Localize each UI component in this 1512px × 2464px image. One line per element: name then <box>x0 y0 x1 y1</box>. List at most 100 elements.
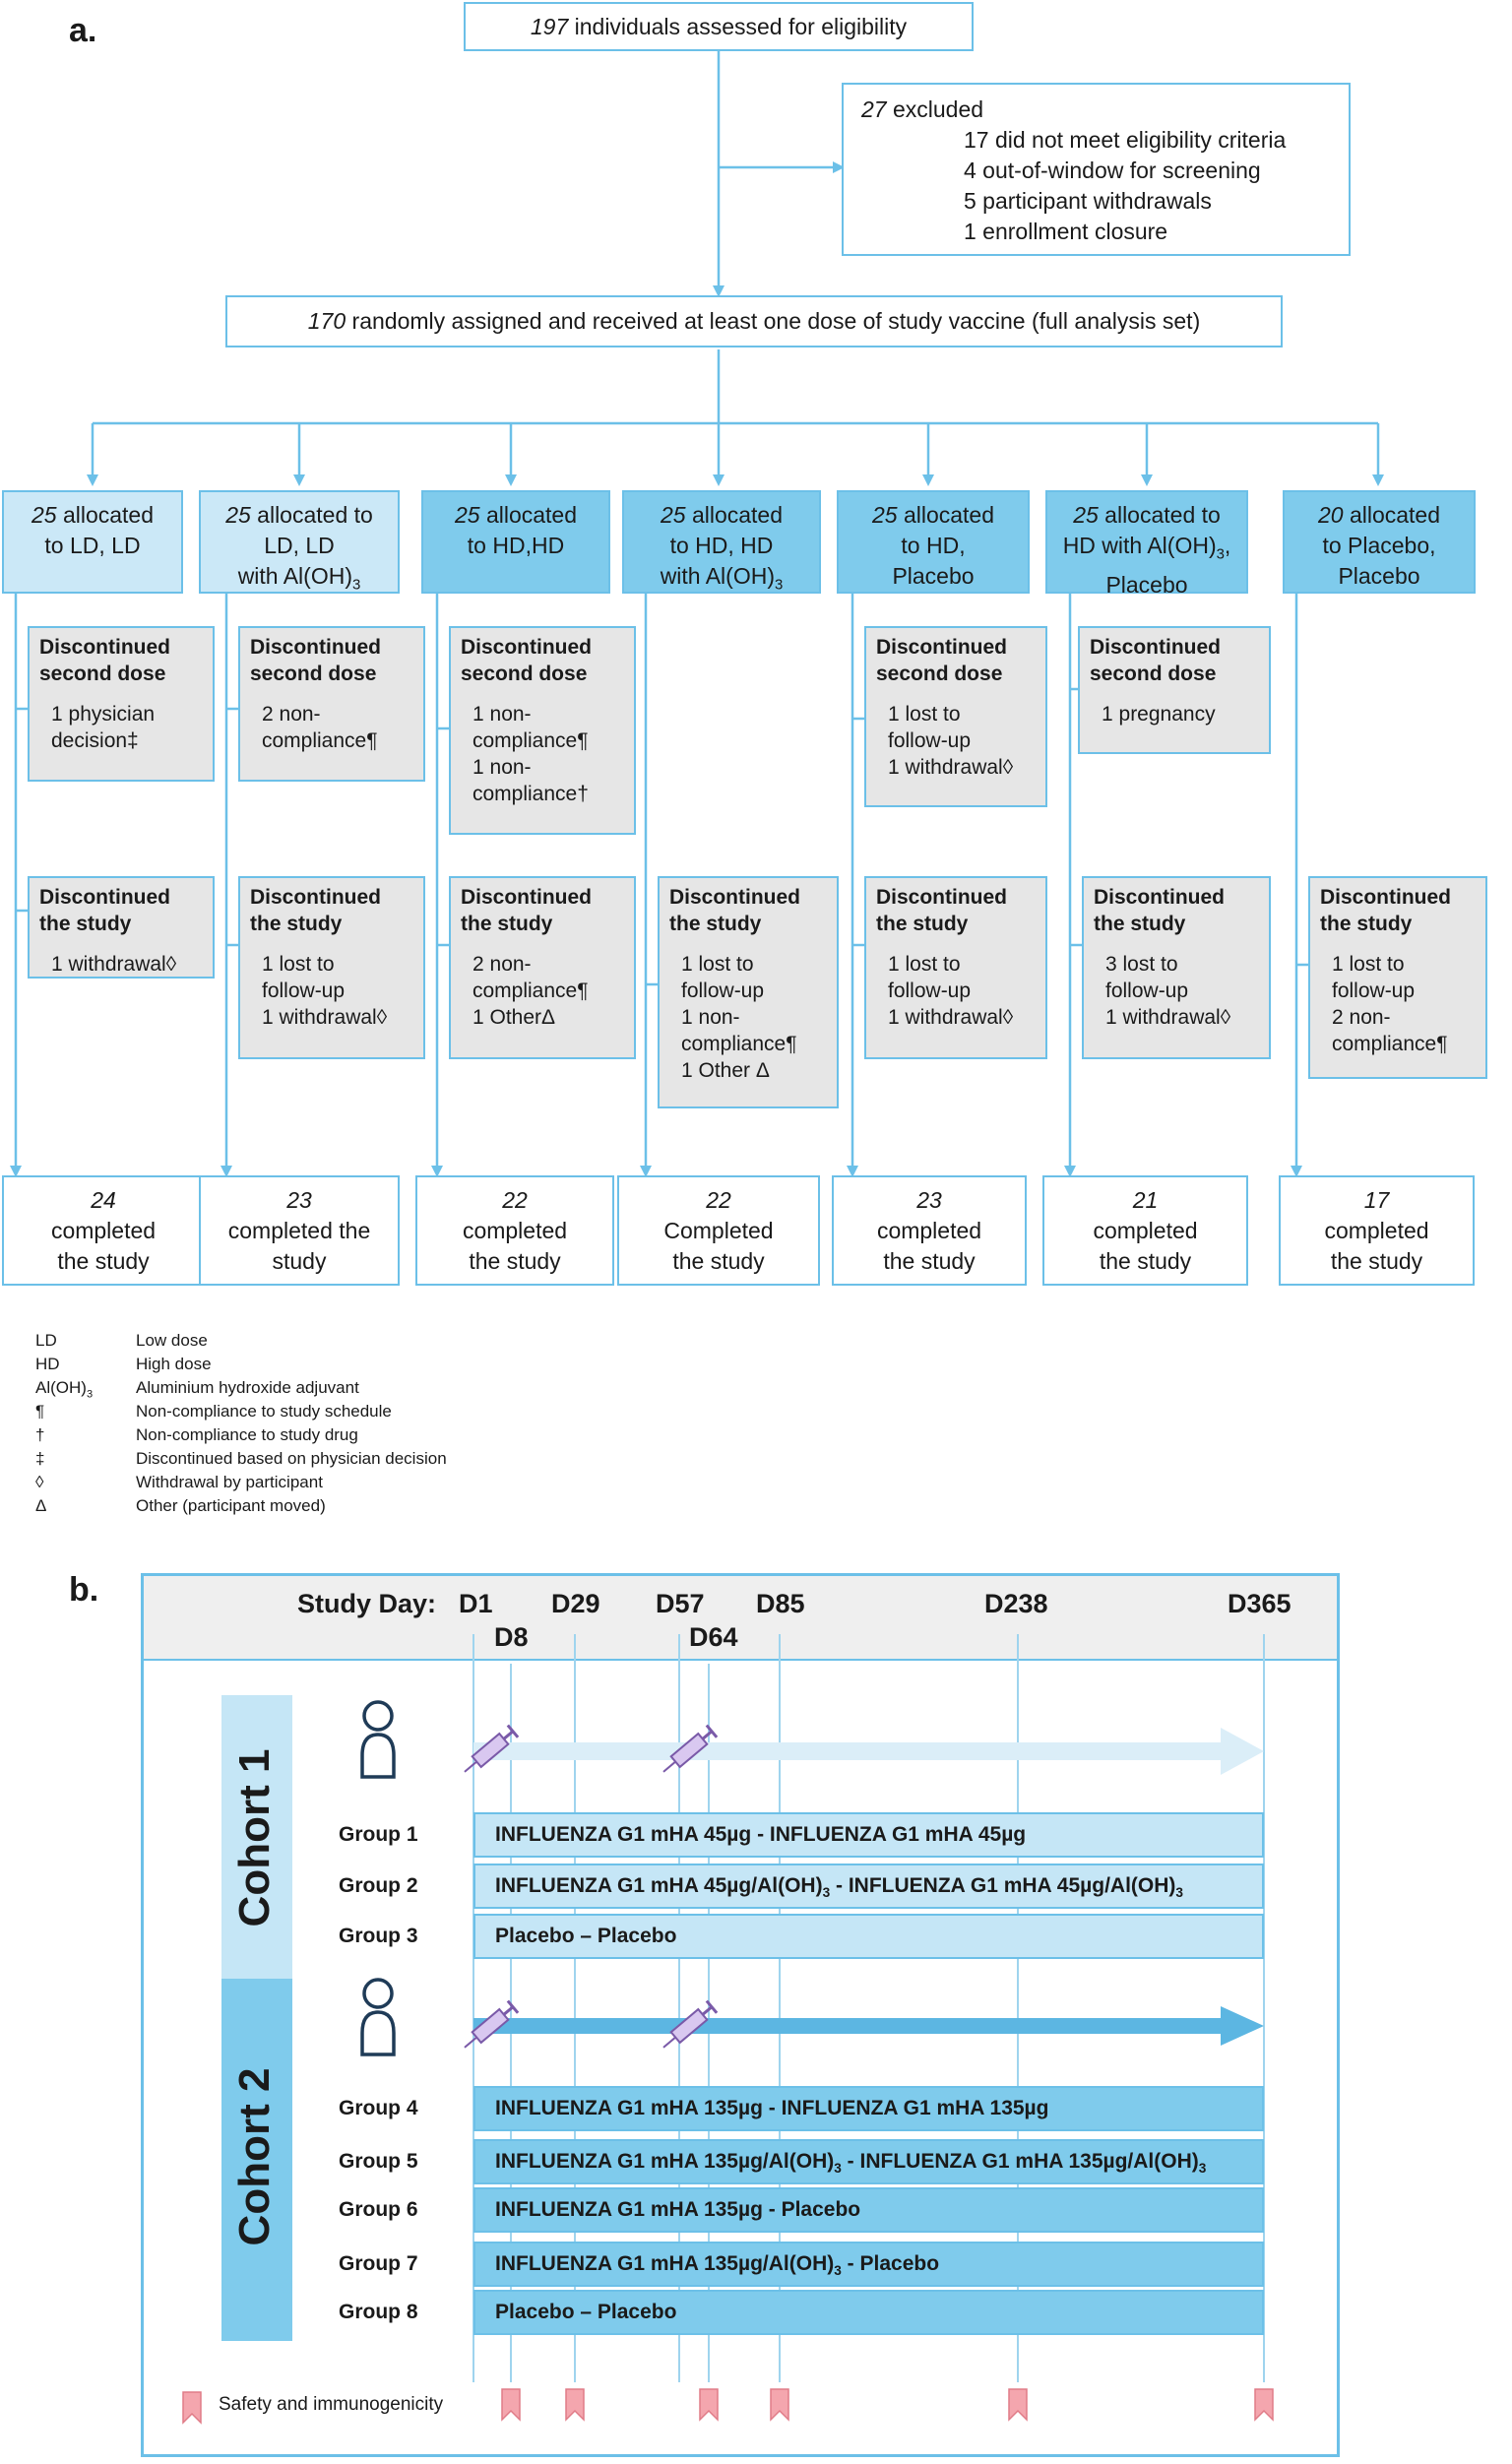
legend-abbreviation: ◊ <box>35 1473 44 1491</box>
syringe-icon <box>464 1999 520 2049</box>
group-label: Group 8 <box>339 2301 418 2323</box>
group-label: Group 2 <box>339 1874 418 1897</box>
day-d365: D365 <box>1228 1589 1292 1618</box>
excluded-reason: 17 did not meet eligibility criteria <box>964 127 1287 153</box>
day-d8: D8 <box>494 1622 529 1652</box>
group-label: Group 3 <box>339 1925 418 1947</box>
legend-abbreviation: Δ <box>35 1496 47 1515</box>
day-d85: D85 <box>756 1589 805 1618</box>
syringe-icon <box>464 1724 520 1773</box>
legend-abbreviation: † <box>35 1425 45 1444</box>
group-label: Group 7 <box>339 2252 418 2275</box>
schedule-header <box>144 1576 1337 1661</box>
safety-immunogenicity-flag-icon <box>699 2388 719 2422</box>
cohort2-sidebar <box>221 1979 292 2341</box>
legend-abbreviation: ¶ <box>35 1402 45 1421</box>
cohort2-timeline-arrow <box>473 2006 1264 2046</box>
group-regimen-bar: INFLUENZA G1 mHA 135µg - INFLUENZA G1 mH… <box>473 2086 1264 2131</box>
excluded-text: excluded <box>886 96 984 122</box>
excluded-reason: 4 out-of-window for screening <box>964 158 1261 183</box>
legend-description: Aluminium hydroxide adjuvant <box>136 1378 359 1397</box>
excluded-count: 27 <box>861 96 887 122</box>
group-label: Group 5 <box>339 2150 418 2173</box>
day-d64: D64 <box>689 1622 738 1652</box>
legend-abbreviation: ‡ <box>35 1449 45 1468</box>
group-regimen-bar: Placebo – Placebo <box>473 1914 1264 1959</box>
cohort1-sidebar <box>221 1695 292 1979</box>
assessed-box: 197 individuals assessed for eligibility <box>464 2 974 51</box>
day-d57: D57 <box>656 1589 705 1618</box>
syringe-icon <box>662 1999 719 2049</box>
legend-description: Non-compliance to study schedule <box>136 1402 392 1421</box>
person-icon <box>360 1700 396 1779</box>
group-regimen-bar: INFLUENZA G1 mHA 135µg - Placebo <box>473 2187 1264 2233</box>
day-d238: D238 <box>984 1589 1048 1618</box>
safety-immunogenicity-flag-icon <box>501 2388 521 2422</box>
excluded-reason: 5 participant withdrawals <box>964 188 1212 214</box>
legend-description: Discontinued based on physician decision <box>136 1449 447 1468</box>
safety-immunogenicity-flag-icon <box>565 2388 585 2422</box>
study-day-label: Study Day: <box>297 1589 437 1618</box>
legend-abbreviation: Al(OH)3 <box>35 1378 94 1401</box>
day-d1: D1 <box>459 1589 493 1618</box>
day-d29: D29 <box>551 1589 600 1618</box>
safety-immunogenicity-flag-icon <box>1008 2388 1028 2422</box>
safety-immunogenicity-legend: Safety and immunogenicity <box>219 2394 444 2415</box>
cohort1-timeline-arrow <box>473 1728 1264 1775</box>
group-label: Group 6 <box>339 2198 418 2221</box>
excluded-box: 27 excluded 17 did not meet eligibility … <box>842 83 1351 256</box>
assessed-text: individuals assessed for eligibility <box>568 14 908 39</box>
panel-a-letter: a. <box>69 12 97 49</box>
safety-immunogenicity-flag-icon <box>770 2388 789 2422</box>
group-regimen-bar: Placebo – Placebo <box>473 2290 1264 2335</box>
excluded-reason: 1 enrollment closure <box>964 219 1168 244</box>
legend-description: Non-compliance to study drug <box>136 1425 358 1444</box>
group-regimen-bar: INFLUENZA G1 mHA 45µg/Al(OH)3 - INFLUENZ… <box>473 1864 1264 1909</box>
syringe-icon <box>662 1724 719 1773</box>
legend-description: High dose <box>136 1355 212 1373</box>
group-regimen-bar: INFLUENZA G1 mHA 135µg/Al(OH)3 - Placebo <box>473 2242 1264 2287</box>
legend-abbreviation: HD <box>35 1355 60 1373</box>
group-label: Group 4 <box>339 2097 418 2119</box>
flow-connectors <box>10 51 1384 1177</box>
panel-b-letter: b. <box>69 1571 99 1609</box>
group-label: Group 1 <box>339 1823 418 1846</box>
group-regimen-bar: INFLUENZA G1 mHA 135µg/Al(OH)3 - INFLUEN… <box>473 2139 1264 2184</box>
legend-description: Withdrawal by participant <box>136 1473 323 1491</box>
randomized-box: 170 randomly assigned and received at le… <box>225 295 1283 347</box>
randomized-text: randomly assigned and received at least … <box>346 308 1201 334</box>
assessed-count: 197 <box>530 14 569 39</box>
legend-abbreviation: LD <box>35 1331 57 1350</box>
legend-description: Low dose <box>136 1331 208 1350</box>
randomized-count: 170 <box>307 308 346 334</box>
safety-immunogenicity-flag-icon <box>1254 2388 1274 2422</box>
person-icon <box>360 1978 396 2056</box>
group-regimen-bar: INFLUENZA G1 mHA 45µg - INFLUENZA G1 mHA… <box>473 1812 1264 1858</box>
legend-description: Other (participant moved) <box>136 1496 326 1515</box>
